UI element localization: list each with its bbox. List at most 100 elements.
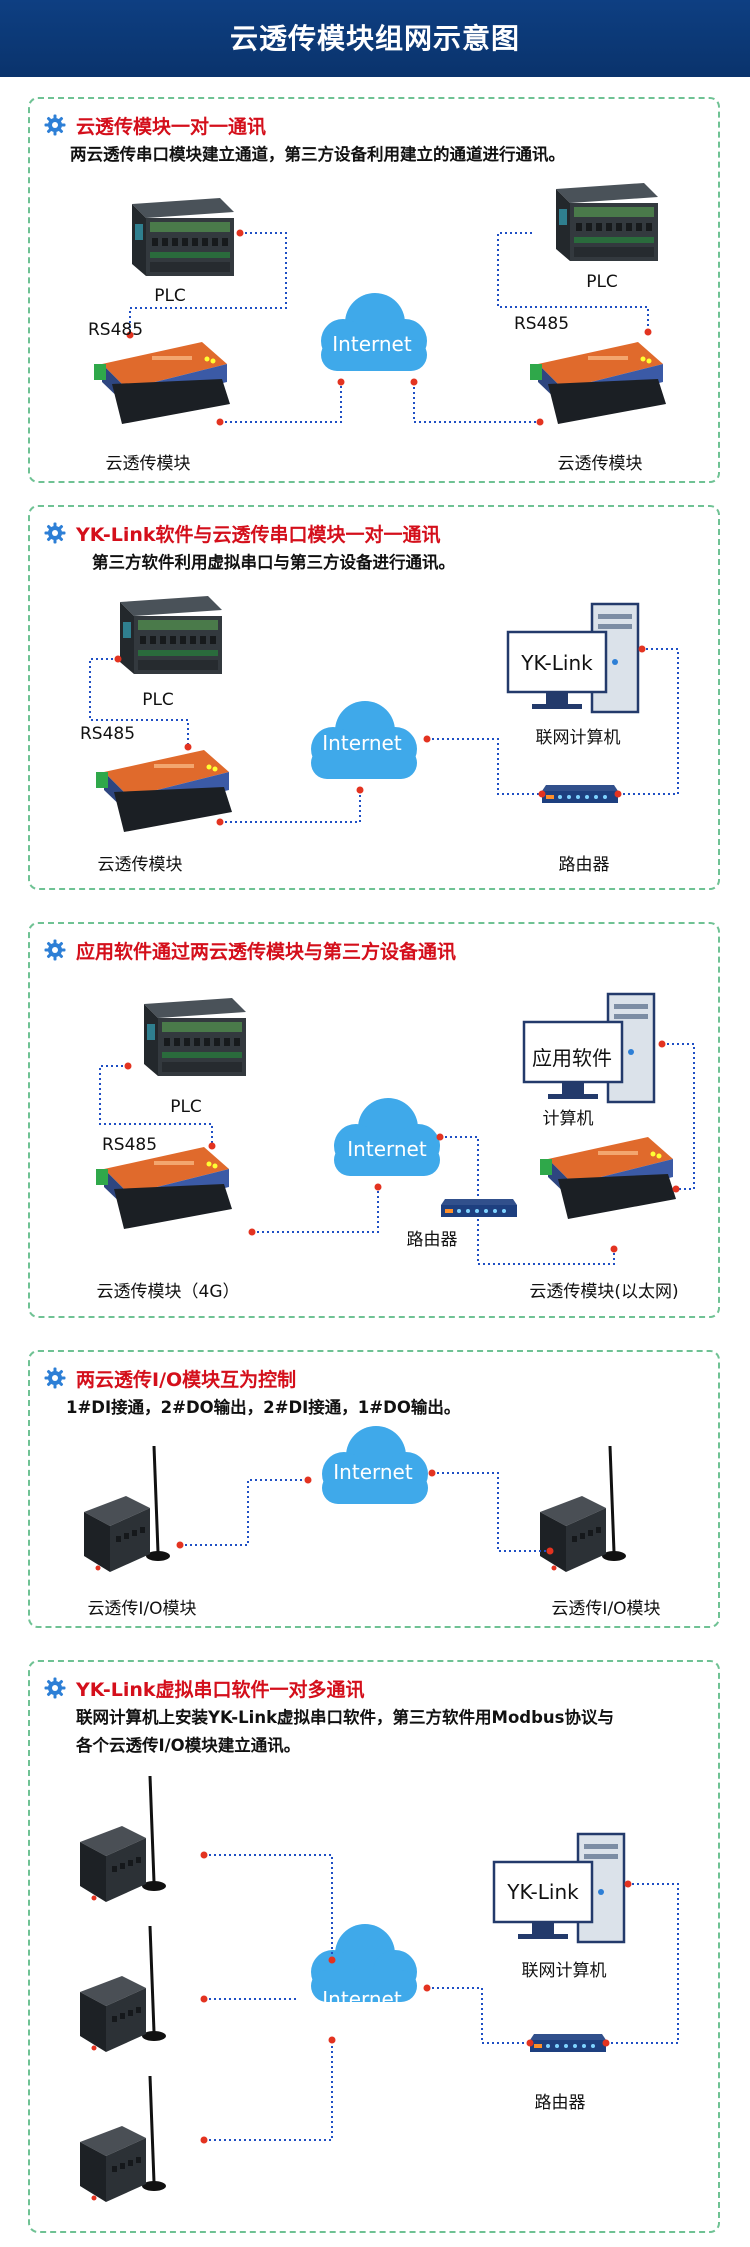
io-module-left	[82, 1444, 172, 1574]
port-dot	[216, 818, 224, 826]
link-cloud-router	[440, 1136, 479, 1197]
port-dot	[114, 655, 122, 663]
plc-device-left	[132, 198, 234, 276]
router-label: 路由器	[407, 1230, 458, 1250]
port-dot	[126, 331, 134, 339]
io-label-right: 云透传I/O模块	[551, 1599, 660, 1619]
serial-module-left	[94, 342, 230, 424]
module-ethernet-label: 云透传模块(以太网)	[529, 1282, 678, 1302]
port-dot	[304, 1476, 312, 1484]
section-title-text: 云透传模块一对一通讯	[76, 115, 267, 138]
port-dot	[328, 1956, 336, 1964]
link-io3-cloud	[204, 2040, 333, 2141]
section-title-text: YK-Link虚拟串口软件一对多通讯	[76, 1678, 365, 1701]
cloud-label: Internet	[332, 332, 412, 356]
panel-yk-link-one-to-many: YK-Link虚拟串口软件一对多通讯 联网计算机上安装YK-Link虚拟串口软件…	[28, 1660, 720, 2233]
section-title: 两云透传I/O模块互为控制	[44, 1364, 296, 1392]
io-module-2	[78, 1924, 168, 2054]
io-module-right	[538, 1444, 628, 1574]
computer-screen-label: YK-Link	[520, 651, 593, 675]
port-dot	[538, 790, 546, 798]
port-dot	[356, 786, 364, 794]
port-dot	[672, 1185, 680, 1193]
link-router-computer	[606, 1883, 679, 2044]
port-dot	[536, 418, 544, 426]
module-label-right: 云透传模块	[558, 454, 643, 474]
section-title: YK-Link虚拟串口软件一对多通讯	[44, 1674, 365, 1702]
port-dot	[602, 2039, 610, 2047]
diagram-app-software: Internet 应用软件 PLC RS485 云透传模块（4G） 路由器 计算…	[96, 992, 695, 1302]
serial-module-4g	[96, 1147, 232, 1229]
port-dot	[610, 1245, 618, 1253]
link-plc-module	[89, 658, 189, 747]
link-plc-right	[497, 232, 649, 332]
computer-label: 联网计算机	[536, 728, 621, 748]
rs485-label-right: RS485	[514, 314, 569, 334]
router-icon	[441, 1199, 517, 1217]
diagram-yk-link-serial: Internet YK-Link PLC RS485 云透传模块 联网计算机 路…	[80, 596, 679, 875]
port-dot	[200, 1995, 208, 2003]
plc-device-right	[556, 183, 658, 261]
section-title-text: 应用软件通过两云透传模块与第三方设备通讯	[76, 940, 457, 963]
link-cloud-router	[427, 738, 542, 795]
module-label: 云透传模块	[98, 855, 183, 875]
port-dot	[337, 378, 345, 386]
computer-label: 计算机	[543, 1109, 594, 1129]
port-dot	[423, 1984, 431, 1992]
port-dot	[124, 1062, 132, 1070]
section-title: 云透传模块一对一通讯	[44, 111, 266, 139]
computer-label: 联网计算机	[522, 1961, 607, 1981]
port-dot	[184, 743, 192, 751]
serial-module-right	[530, 342, 666, 424]
section-title-text: YK-Link软件与云透传串口模块一对一通讯	[76, 523, 441, 546]
rs485-label-left: RS485	[88, 320, 143, 340]
port-dot	[526, 2039, 534, 2047]
port-dot	[658, 1040, 666, 1048]
router-label: 路由器	[535, 2093, 586, 2113]
plc-device	[120, 596, 222, 674]
section-title: YK-Link软件与云透传串口模块一对一通讯	[44, 519, 441, 547]
computer-screen-label: 应用软件	[532, 1046, 612, 1070]
panel-io-mutual-control: 两云透传I/O模块互为控制 1#DI接通，2#DO输出，2#DI接通，1#DO输…	[28, 1350, 720, 1628]
router-icon	[542, 785, 618, 803]
diagram-io-mutual-control: Internet 云透传I/O模块 云透传I/O模块	[82, 1426, 661, 1619]
port-dot	[374, 1183, 382, 1191]
plc-label: PLC	[170, 1097, 202, 1117]
diagram-yk-link-one-to-many: Internet YK-Link 联网计算机 路由器	[78, 1774, 679, 2204]
link-plc-left	[129, 232, 287, 335]
cloud-label: Internet	[322, 1987, 402, 2011]
port-dot	[638, 645, 646, 653]
router-icon	[530, 2034, 606, 2052]
section-title: 应用软件通过两云透传模块与第三方设备通讯	[44, 936, 456, 964]
plc-label-right: PLC	[586, 272, 618, 292]
port-dot	[410, 378, 418, 386]
panel-yk-link-serial: YK-Link软件与云透传串口模块一对一通讯 第三方软件利用虚拟串口与第三方设备…	[28, 505, 720, 890]
port-dot	[624, 1880, 632, 1888]
link-plc-module	[99, 1065, 213, 1146]
diagram-one-to-one: Internet PLC RS485 云透传模块 PLC RS485 云透传模块	[88, 183, 666, 474]
panel-app-software: 应用软件通过两云透传模块与第三方设备通讯 Internet 应用软件 PLC R…	[28, 922, 720, 1318]
port-dot	[200, 2136, 208, 2144]
module-4g-label: 云透传模块（4G）	[97, 1282, 240, 1302]
page-header: 云透传模块组网示意图	[0, 0, 750, 77]
cloud-label: Internet	[347, 1137, 427, 1161]
cloud-label: Internet	[333, 1460, 413, 1484]
link-module-left-cloud	[220, 382, 342, 423]
plc-label-left: PLC	[154, 286, 186, 306]
section-desc: 两云透传串口模块建立通道，第三方设备利用建立的通道进行通讯。	[70, 145, 565, 164]
serial-module	[96, 750, 232, 832]
cloud-label: Internet	[322, 731, 402, 755]
plc-device	[144, 998, 246, 1076]
link-router-module	[477, 1219, 615, 1265]
page-title: 云透传模块组网示意图	[229, 22, 520, 55]
io-module-1	[78, 1774, 168, 1904]
port-dot	[328, 2036, 336, 2044]
section-desc: 1#DI接通，2#DO输出，2#DI接通，1#DO输出。	[66, 1398, 461, 1417]
serial-module-ethernet	[540, 1137, 676, 1219]
port-dot	[200, 1851, 208, 1859]
link-router-computer	[618, 648, 679, 795]
port-dot	[436, 1133, 444, 1141]
link-cloud-router	[427, 1987, 530, 2044]
plc-label: PLC	[142, 690, 174, 710]
link-module-right-cloud	[413, 382, 540, 423]
